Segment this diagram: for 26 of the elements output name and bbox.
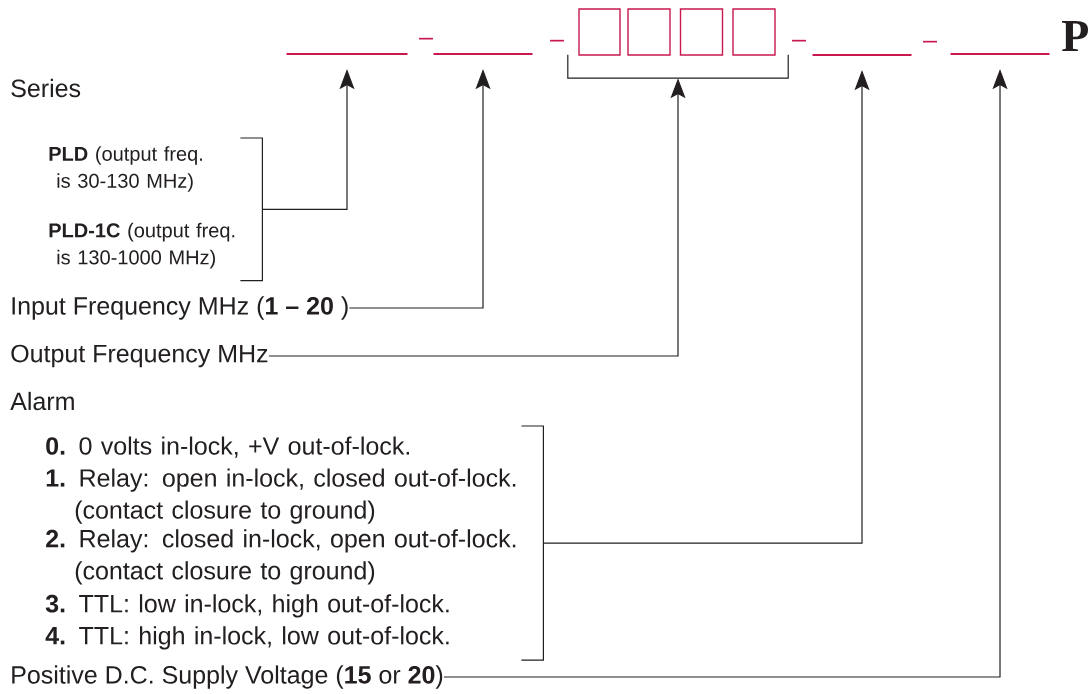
list-item: 2. Relay: closed in-lock, open out-of-lock. (contact closure to ground) xyxy=(46,529,516,585)
bracket xyxy=(567,54,789,79)
heading: Series xyxy=(11,78,81,98)
option-label: Positive D.C. Supply Voltage (15 or 20) xyxy=(12,665,443,689)
dash: – xyxy=(923,40,937,43)
digit-box xyxy=(732,8,776,56)
list-item: PLD (output freq. is 30-130 MHz) xyxy=(49,146,202,192)
heading: Alarm xyxy=(10,391,74,411)
dash: – xyxy=(792,39,806,42)
suffix-letter: P xyxy=(1062,20,1088,52)
list-item: 3. TTL: low in-lock, high out-of-lock. xyxy=(45,594,449,618)
dash: – xyxy=(550,39,564,42)
option-label: Output Frequency MHz xyxy=(11,344,268,368)
blank-line xyxy=(433,53,533,55)
list-item: 0. 0 volts in-lock, +V out-of-lock. xyxy=(46,436,409,458)
list-item: 1. Relay: open in-lock, closed out-of-lock. (contact closure to ground) xyxy=(46,468,516,524)
option-label: Input Frequency MHz (1 – 20 ) xyxy=(12,296,348,320)
blank-line xyxy=(812,54,912,56)
digit-box xyxy=(578,8,621,56)
dash: – xyxy=(419,37,433,40)
digit-box xyxy=(627,8,671,56)
list-item: 4. TTL: high in-lock, low out-of-lock. xyxy=(45,626,449,650)
list-item: PLD-1C (output freq. is 130-1000 MHz) xyxy=(49,222,235,269)
blank-line xyxy=(950,53,1050,55)
blank-line xyxy=(286,53,408,55)
digit-box xyxy=(679,8,724,56)
